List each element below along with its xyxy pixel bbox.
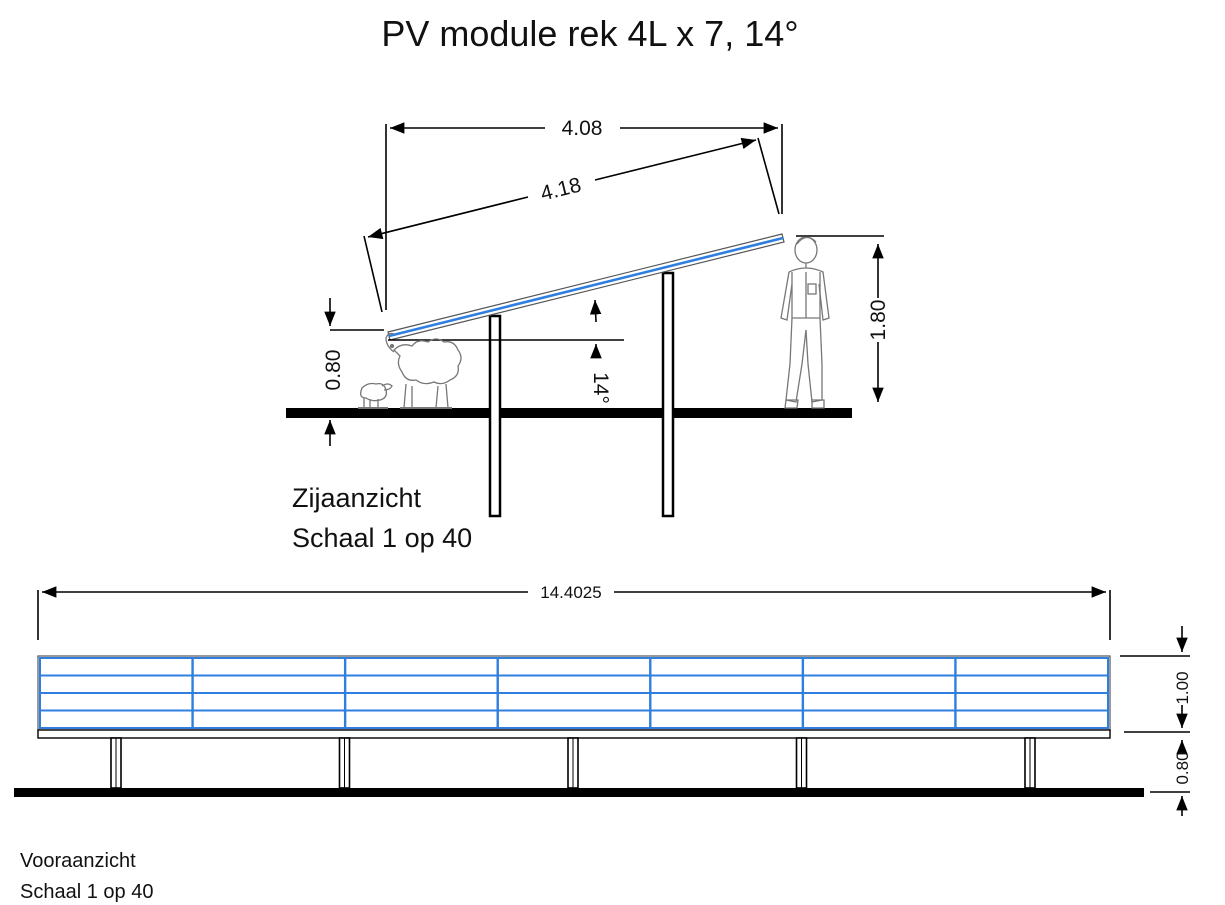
dim-width-text: 14.4025 [540,583,601,602]
side-dim-height-low: 0.80 [322,298,384,446]
front-post [338,737,351,789]
dim-height-low-text: 0.80 [322,350,345,391]
sheep-icon [385,332,462,409]
side-view-caption: Zijaanzicht [292,483,422,513]
front-view: 14.4025 1.00 0.80 Vooraanzicht [14,583,1192,903]
lamb-icon [358,382,393,409]
side-dim-height-high: 1.80 [796,235,890,402]
dim-panel-height-text: 1.00 [1173,671,1192,704]
side-ground-line [286,408,852,418]
front-post [795,737,808,789]
dim-angle-text: 14° [589,372,612,404]
side-post-rear [661,271,675,518]
frame-rail [37,729,1111,739]
dim-height-high-text: 1.80 [867,300,890,341]
front-ground-line [14,788,1144,797]
front-view-caption: Vooraanzicht [20,850,136,872]
person-icon [780,236,830,409]
front-post [1024,737,1036,789]
front-posts [110,737,1036,789]
drawing-title: PV module rek 4L x 7, 14° [381,13,798,54]
front-dim-panel-height: 1.00 [1120,626,1192,733]
dim-horizontal-text: 4.08 [562,117,603,140]
dim-slope-text: 4.18 [538,173,583,205]
dim-clearance-text: 0.80 [1173,751,1192,784]
side-dim-angle: 14° [388,299,624,404]
side-dim-horizontal: 4.08 [385,117,783,310]
front-dim-clearance: 0.80 [1150,740,1192,816]
front-post [567,737,579,789]
front-dim-width: 14.4025 [37,583,1111,640]
front-post [110,737,122,789]
front-view-scale: Schaal 1 op 40 [20,881,153,903]
module-grid [39,657,1109,729]
side-view-scale: Schaal 1 op 40 [292,523,472,553]
front-pv-array [37,655,1111,739]
side-view: 4.08 4.18 0.80 1.80 1 [286,117,890,553]
side-post-front [488,314,502,518]
side-pv-module [387,233,785,341]
